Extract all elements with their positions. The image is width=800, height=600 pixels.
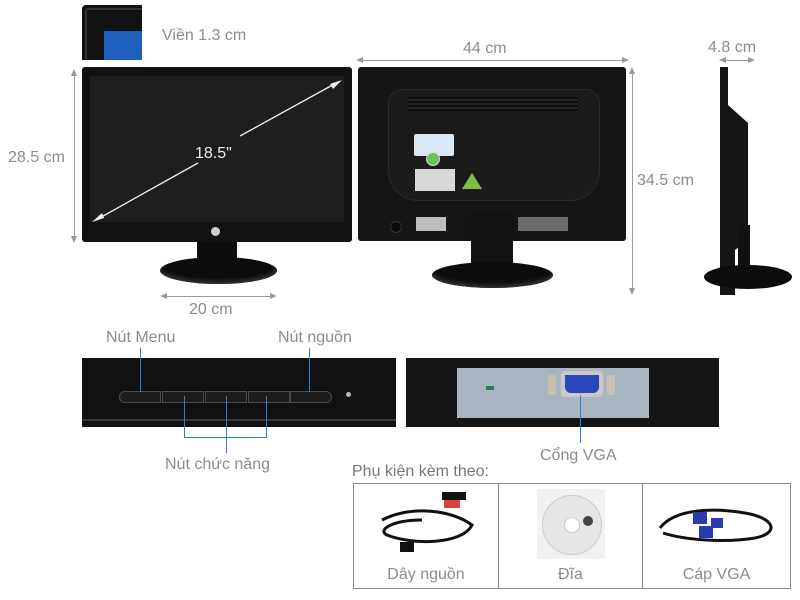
power-led-icon [346, 392, 351, 397]
accessory-label: Đĩa [558, 566, 583, 583]
accessories-table: Dây nguồn Đĩa Cáp VGA [353, 483, 791, 589]
info-label [415, 169, 455, 191]
screw-right-icon [607, 375, 615, 395]
panel-edge [82, 419, 396, 421]
menu-button-label: Nút Menu [106, 329, 176, 346]
cd-disc-icon [542, 495, 602, 555]
front-screen [90, 76, 344, 222]
arrow-down-icon [629, 288, 635, 295]
back-width-label: 44 cm [463, 40, 507, 57]
function-button-1[interactable] [162, 391, 204, 403]
function-callout-mid [226, 396, 227, 453]
back-width-dimension [358, 60, 626, 61]
bezel-thumbnail [82, 5, 142, 60]
accessory-label: Dây nguồn [387, 566, 465, 583]
back-height-label: 34.5 cm [637, 172, 694, 189]
arrow-left-icon [356, 57, 363, 63]
power-callout-line [309, 348, 310, 392]
accessories-title: Phụ kiện kèm theo: [352, 463, 489, 480]
audio-jack-icon [486, 386, 494, 390]
rating-label-right [518, 217, 568, 231]
power-button[interactable] [290, 391, 332, 403]
port-panel [406, 358, 719, 427]
arrow-right-icon [622, 57, 629, 63]
function-button-label: Nút chức năng [165, 456, 270, 473]
front-monitor: 18.5" [82, 67, 352, 242]
function-callout-bar [184, 437, 267, 438]
hp-logo-icon [211, 227, 220, 236]
diagonal-label: 18.5" [195, 145, 232, 162]
base-width-label: 20 cm [189, 301, 233, 318]
side-depth-label: 4.8 cm [708, 39, 757, 56]
vga-port-label: Cổng VGA [540, 447, 617, 464]
side-depth-dimension [721, 60, 751, 61]
menu-callout-line [140, 348, 141, 392]
vga-cable-icon [658, 508, 773, 542]
cd-sleeve [537, 489, 605, 559]
accessory-label: Cáp VGA [682, 566, 751, 583]
back-monitor [358, 67, 626, 241]
vga-callout-line [580, 395, 581, 443]
back-height-dimension [632, 70, 633, 292]
rating-label-left [416, 217, 446, 231]
screw-left-icon [548, 375, 556, 395]
vent-grille [408, 97, 578, 111]
side-monitor [704, 67, 792, 295]
back-stand-neck [471, 211, 513, 266]
kensington-lock-icon [390, 221, 402, 233]
front-height-dimension [74, 72, 75, 240]
power-button-label: Nút nguồn [278, 329, 352, 346]
arrow-right-icon [748, 57, 755, 63]
front-stand-base [160, 257, 277, 284]
accessory-power-cable: Dây nguồn [354, 484, 499, 588]
bezel-label: Viền 1.3 cm [162, 27, 247, 44]
power-cable-icon [381, 492, 474, 552]
warranty-sticker [414, 134, 454, 156]
green-seal-icon [426, 152, 440, 166]
diagonal-arrow [92, 80, 342, 222]
function-button-3[interactable] [248, 391, 290, 403]
function-callout-right [266, 396, 267, 438]
accessory-vga-cable: Cáp VGA [643, 484, 790, 588]
arrow-down-icon [71, 236, 77, 243]
base-width-dimension [162, 296, 274, 297]
back-stand-base [432, 262, 553, 288]
arrow-left-icon [719, 57, 726, 63]
arrow-up-icon [71, 69, 77, 76]
warning-triangle-icon [462, 173, 482, 189]
front-height-label: 28.5 cm [8, 149, 65, 166]
arrow-right-icon [270, 293, 277, 299]
hp-logo-icon [583, 516, 593, 526]
arrow-left-icon [160, 293, 167, 299]
function-callout-left [184, 396, 185, 438]
arrow-up-icon [629, 67, 635, 74]
vga-port [561, 371, 603, 397]
accessory-disc: Đĩa [499, 484, 643, 588]
menu-button[interactable] [119, 391, 161, 403]
button-panel [82, 358, 396, 427]
